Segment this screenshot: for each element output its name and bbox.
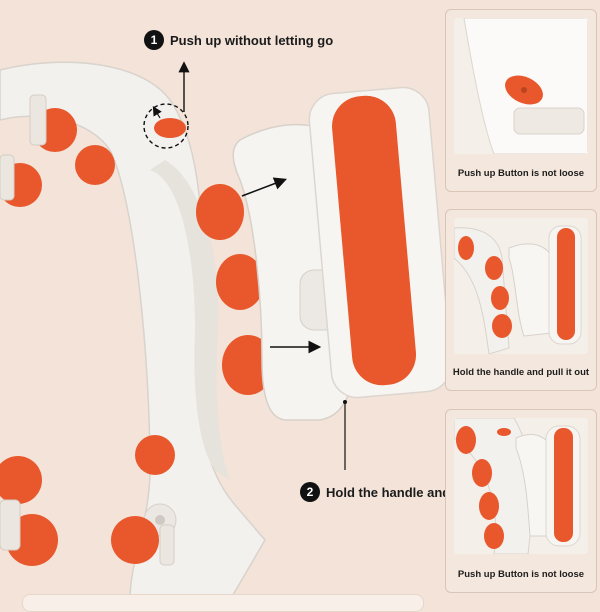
- massage-roller-icon: [0, 108, 175, 566]
- inner-cutout: [150, 160, 230, 480]
- side-panel-1: Push up Button is not loose: [445, 9, 597, 192]
- release-button: [154, 118, 186, 138]
- arrow-icon: [241, 177, 287, 197]
- bottom-frame-edge: [22, 594, 424, 612]
- panel-2-caption: Hold the handle and pull it out: [452, 367, 590, 378]
- side-panel-3: Push up Button is not loose: [445, 409, 597, 593]
- step-2-badge: 2: [300, 482, 320, 502]
- dashed-circle-icon: [143, 103, 189, 149]
- step-1-text: Push up without letting go: [170, 32, 334, 48]
- step-1-label: 1 Push up without letting go: [144, 30, 333, 50]
- panel-2-photo: [454, 218, 588, 354]
- side-panel-2: Hold the handle and pull it out: [445, 209, 597, 391]
- panel-3-caption: Push up Button is not loose: [457, 569, 585, 580]
- device-illustration: [0, 61, 450, 601]
- panel-1-caption: Push up Button is not loose: [457, 168, 585, 179]
- panel-1-photo: [454, 18, 588, 154]
- massage-roller-icon: [196, 184, 274, 395]
- panel-3-photo: [454, 418, 588, 554]
- step-1-badge: 1: [144, 30, 164, 50]
